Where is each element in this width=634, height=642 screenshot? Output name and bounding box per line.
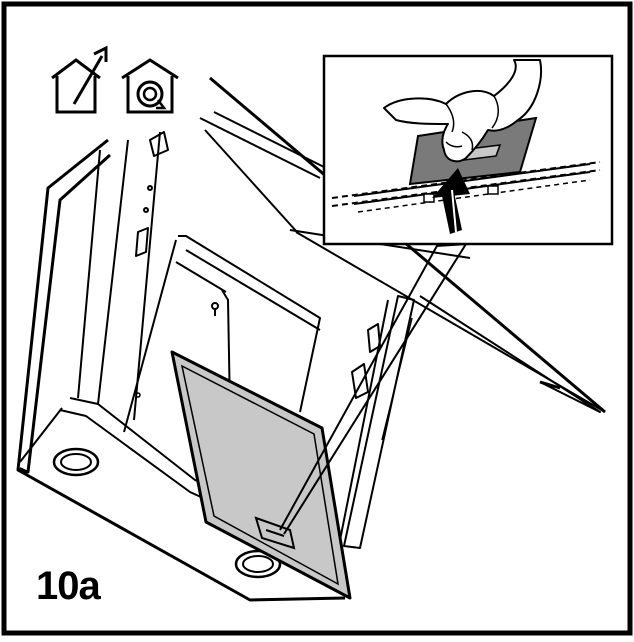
step-label: 10a [36,564,101,608]
house-recirculation-icon [121,58,179,114]
hood-light-left [52,447,100,477]
grease-filter [170,350,352,600]
detail-inset [322,54,614,246]
house-ducted-exhaust-icon [51,45,108,114]
